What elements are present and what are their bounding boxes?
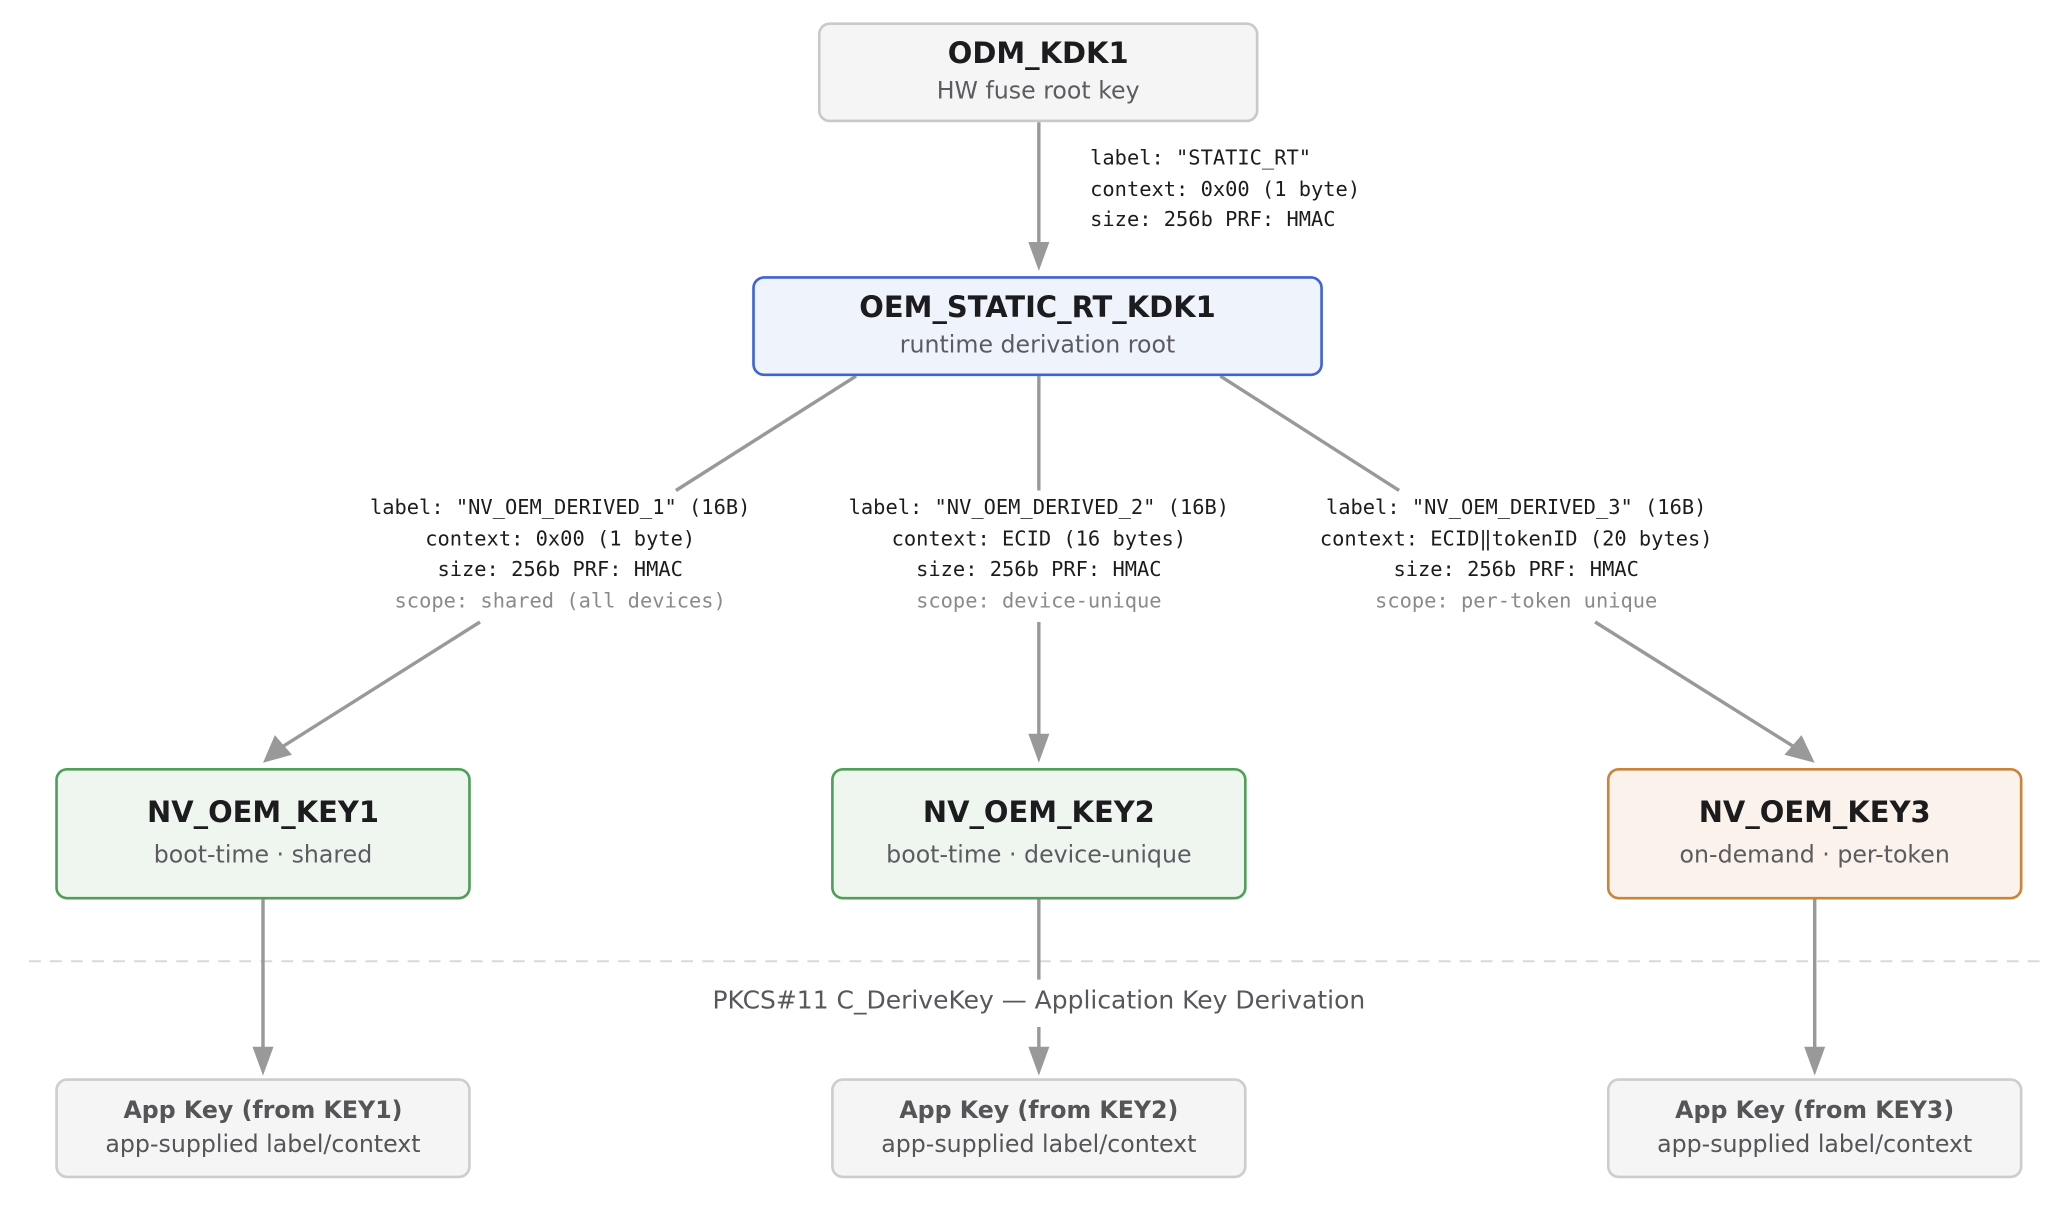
node-app-key-1: App Key (from KEY1) app-supplied label/c… <box>55 1078 471 1179</box>
node-odm-kdk1-subtitle: HW fuse root key <box>936 77 1140 106</box>
derivation-derived-1-label: label: "NV_OEM_DERIVED_1" (16B) <box>369 495 751 520</box>
node-odm-kdk1-title: ODM_KDK1 <box>947 38 1129 72</box>
node-key1-subtitle: boot-time · shared <box>153 841 373 870</box>
node-key2-title: NV_OEM_KEY2 <box>922 796 1155 830</box>
connector-derived1-to-key1 <box>279 620 481 750</box>
derivation-derived-3: label: "NV_OEM_DERIVED_3" (16B) context:… <box>1293 493 1740 617</box>
node-nv-oem-key2: NV_OEM_KEY2 boot-time · device-unique <box>831 767 1247 900</box>
derivation-derived-3-size: size: 256b PRF: HMAC <box>1393 557 1639 582</box>
connector-derived3-to-key3 <box>1594 620 1798 750</box>
arrowhead-to-app2 <box>1028 1046 1050 1076</box>
derivation-derived-1: label: "NV_OEM_DERIVED_1" (16B) context:… <box>350 493 771 617</box>
node-nv-oem-key1: NV_OEM_KEY1 boot-time · shared <box>55 767 471 900</box>
connector-static-to-derived3 <box>1219 374 1401 492</box>
derivation-static-rt: label: "STATIC_RT" context: 0x00 (1 byte… <box>1090 143 1360 236</box>
node-app1-title: App Key (from KEY1) <box>123 1096 403 1125</box>
node-oem-static-subtitle: runtime derivation root <box>899 331 1176 359</box>
node-odm-kdk1: ODM_KDK1 HW fuse root key <box>817 22 1259 123</box>
node-key3-title: NV_OEM_KEY3 <box>1698 796 1931 830</box>
arrowhead-to-app3 <box>1804 1046 1826 1076</box>
node-oem-static-title: OEM_STATIC_RT_KDK1 <box>859 291 1216 325</box>
node-oem-static-rt-kdk1: OEM_STATIC_RT_KDK1 runtime derivation ro… <box>752 276 1323 377</box>
derivation-static-rt-context: context: 0x00 (1 byte) <box>1090 176 1361 201</box>
arrowhead-to-app1 <box>252 1046 274 1076</box>
derivation-derived-2-scope: scope: device-unique <box>916 588 1162 613</box>
connector-static-to-derived1 <box>674 374 857 492</box>
derivation-derived-1-scope: scope: shared (all devices) <box>394 588 726 613</box>
derivation-static-rt-size: size: 256b PRF: HMAC <box>1090 208 1336 232</box>
derivation-derived-3-scope: scope: per-token unique <box>1375 588 1658 613</box>
derivation-derived-2: label: "NV_OEM_DERIVED_2" (16B) context:… <box>828 493 1249 617</box>
node-app3-title: App Key (from KEY3) <box>1675 1096 1955 1125</box>
section-application-label: PKCS#11 C_DeriveKey — Application Key De… <box>712 986 1366 1016</box>
derivation-derived-1-size: size: 256b PRF: HMAC <box>437 557 683 582</box>
node-key2-subtitle: boot-time · device-unique <box>886 841 1192 870</box>
derivation-derived-2-size: size: 256b PRF: HMAC <box>916 557 1162 582</box>
derivation-derived-3-context: context: ECID‖tokenID (20 bytes) <box>1319 526 1713 551</box>
node-app3-subtitle: app-supplied label/context <box>1657 1130 1973 1159</box>
derivation-derived-1-context: context: 0x00 (1 byte) <box>425 526 696 551</box>
derivation-derived-2-context: context: ECID (16 bytes) <box>891 526 1187 551</box>
arrowhead-to-key2 <box>1028 733 1050 763</box>
node-key1-title: NV_OEM_KEY1 <box>147 796 379 830</box>
node-app-key-2: App Key (from KEY2) app-supplied label/c… <box>831 1078 1247 1179</box>
derivation-derived-2-label: label: "NV_OEM_DERIVED_2" (16B) <box>848 495 1230 520</box>
derivation-static-rt-label: label: "STATIC_RT" <box>1090 145 1312 170</box>
section-application-key-derivation: PKCS#11 C_DeriveKey — Application Key De… <box>644 986 1433 1015</box>
node-app2-title: App Key (from KEY2) <box>899 1096 1179 1125</box>
arrowhead-root-to-static <box>1028 241 1050 271</box>
arrowhead-to-key1 <box>263 735 292 763</box>
node-app2-subtitle: app-supplied label/context <box>881 1130 1197 1159</box>
node-key3-subtitle: on-demand · per-token <box>1679 841 1950 870</box>
arrowhead-to-key3 <box>1784 735 1815 763</box>
node-nv-oem-key3: NV_OEM_KEY3 on-demand · per-token <box>1606 767 2023 900</box>
node-app-key-3: App Key (from KEY3) app-supplied label/c… <box>1606 1078 2023 1179</box>
derivation-derived-3-label: label: "NV_OEM_DERIVED_3" (16B) <box>1325 495 1707 520</box>
node-app1-subtitle: app-supplied label/context <box>105 1130 421 1159</box>
